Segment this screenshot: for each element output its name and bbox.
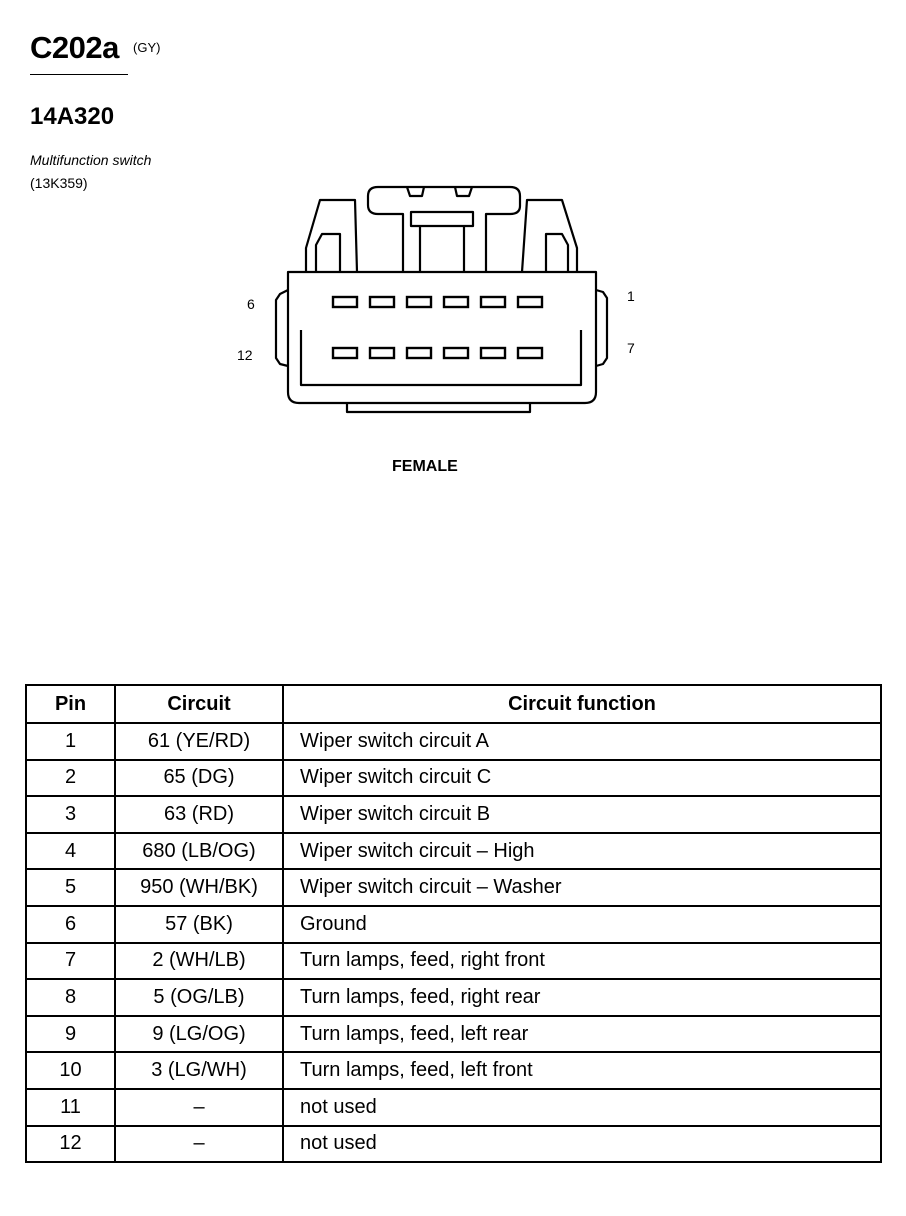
pin-cavity bbox=[405, 295, 433, 309]
circuit-cell: 2 (WH/LB) bbox=[114, 941, 284, 981]
table-header-row: Pin Circuit Circuit function bbox=[25, 684, 882, 724]
header-circuit-function: Circuit function bbox=[282, 684, 882, 724]
connector-color: (GY) bbox=[133, 40, 161, 55]
connector-face-diagram: 6 12 1 7 bbox=[237, 185, 635, 414]
circuit-cell: 950 (WH/BK) bbox=[114, 868, 284, 907]
pin-cell: 10 bbox=[25, 1051, 116, 1090]
pin-cavity bbox=[516, 295, 544, 309]
pin-label-top-right: 1 bbox=[627, 288, 635, 304]
table-row: 12–not used bbox=[25, 1124, 882, 1164]
pin-cell: 4 bbox=[25, 831, 116, 871]
circuit-function-cell: Wiper switch circuit B bbox=[282, 795, 882, 834]
pin-cavity bbox=[479, 295, 507, 309]
circuit-function-cell: Wiper switch circuit C bbox=[282, 758, 882, 798]
circuit-function-cell: not used bbox=[282, 1087, 882, 1127]
circuit-function-cell: Turn lamps, feed, right front bbox=[282, 941, 882, 981]
pin-label-top-left: 6 bbox=[247, 296, 255, 312]
pin-cavity bbox=[331, 346, 359, 360]
pin-cavity bbox=[368, 295, 396, 309]
pin-label-bottom-right: 7 bbox=[627, 340, 635, 356]
component-name: Multifunction switch bbox=[30, 152, 152, 168]
pin-cavity bbox=[516, 346, 544, 360]
component-code: (13K359) bbox=[30, 175, 88, 191]
part-number: 14A320 bbox=[30, 103, 115, 130]
header-circuit: Circuit bbox=[114, 684, 284, 724]
pin-cavity bbox=[442, 346, 470, 360]
circuit-cell: 680 (LB/OG) bbox=[114, 831, 284, 871]
circuit-function-cell: Turn lamps, feed, right rear bbox=[282, 978, 882, 1017]
circuit-cell: 61 (YE/RD) bbox=[114, 722, 284, 761]
pin-cell: 11 bbox=[25, 1087, 116, 1127]
circuit-function-cell: Turn lamps, feed, left front bbox=[282, 1051, 882, 1090]
connector-housing bbox=[286, 270, 598, 405]
circuit-cell: 65 (DG) bbox=[114, 758, 284, 798]
circuit-cell: – bbox=[114, 1087, 284, 1127]
circuit-function-cell: not used bbox=[282, 1124, 882, 1164]
pin-cavity bbox=[405, 346, 433, 360]
circuit-function-cell: Ground bbox=[282, 904, 882, 944]
circuit-cell: 63 (RD) bbox=[114, 795, 284, 834]
header-pin: Pin bbox=[25, 684, 116, 724]
pin-cavity bbox=[479, 346, 507, 360]
pin-cell: 1 bbox=[25, 722, 116, 761]
pin-cell: 2 bbox=[25, 758, 116, 798]
pin-cell: 9 bbox=[25, 1014, 116, 1054]
circuit-cell: 57 (BK) bbox=[114, 904, 284, 944]
title-underline bbox=[30, 74, 128, 75]
circuit-function-cell: Wiper switch circuit – Washer bbox=[282, 868, 882, 907]
pin-label-bottom-left: 12 bbox=[237, 347, 253, 363]
circuit-cell: 9 (LG/OG) bbox=[114, 1014, 284, 1054]
pin-cavity bbox=[442, 295, 470, 309]
connector-inner-face bbox=[299, 330, 583, 387]
connector-id: C202a bbox=[30, 30, 119, 65]
pin-cell: 12 bbox=[25, 1124, 116, 1164]
pin-cell: 7 bbox=[25, 941, 116, 981]
circuit-function-cell: Turn lamps, feed, left rear bbox=[282, 1014, 882, 1054]
pin-cavity bbox=[368, 346, 396, 360]
table-row: 11–not used bbox=[25, 1087, 882, 1127]
circuit-function-cell: Wiper switch circuit – High bbox=[282, 831, 882, 871]
pin-cell: 3 bbox=[25, 795, 116, 834]
pin-cell: 8 bbox=[25, 978, 116, 1017]
pin-cell: 5 bbox=[25, 868, 116, 907]
circuit-function-cell: Wiper switch circuit A bbox=[282, 722, 882, 761]
circuit-cell: 3 (LG/WH) bbox=[114, 1051, 284, 1090]
pin-cavity bbox=[331, 295, 359, 309]
pin-cell: 6 bbox=[25, 904, 116, 944]
circuit-cell: – bbox=[114, 1124, 284, 1164]
circuit-cell: 5 (OG/LB) bbox=[114, 978, 284, 1017]
connector-gender-label: FEMALE bbox=[392, 458, 458, 475]
